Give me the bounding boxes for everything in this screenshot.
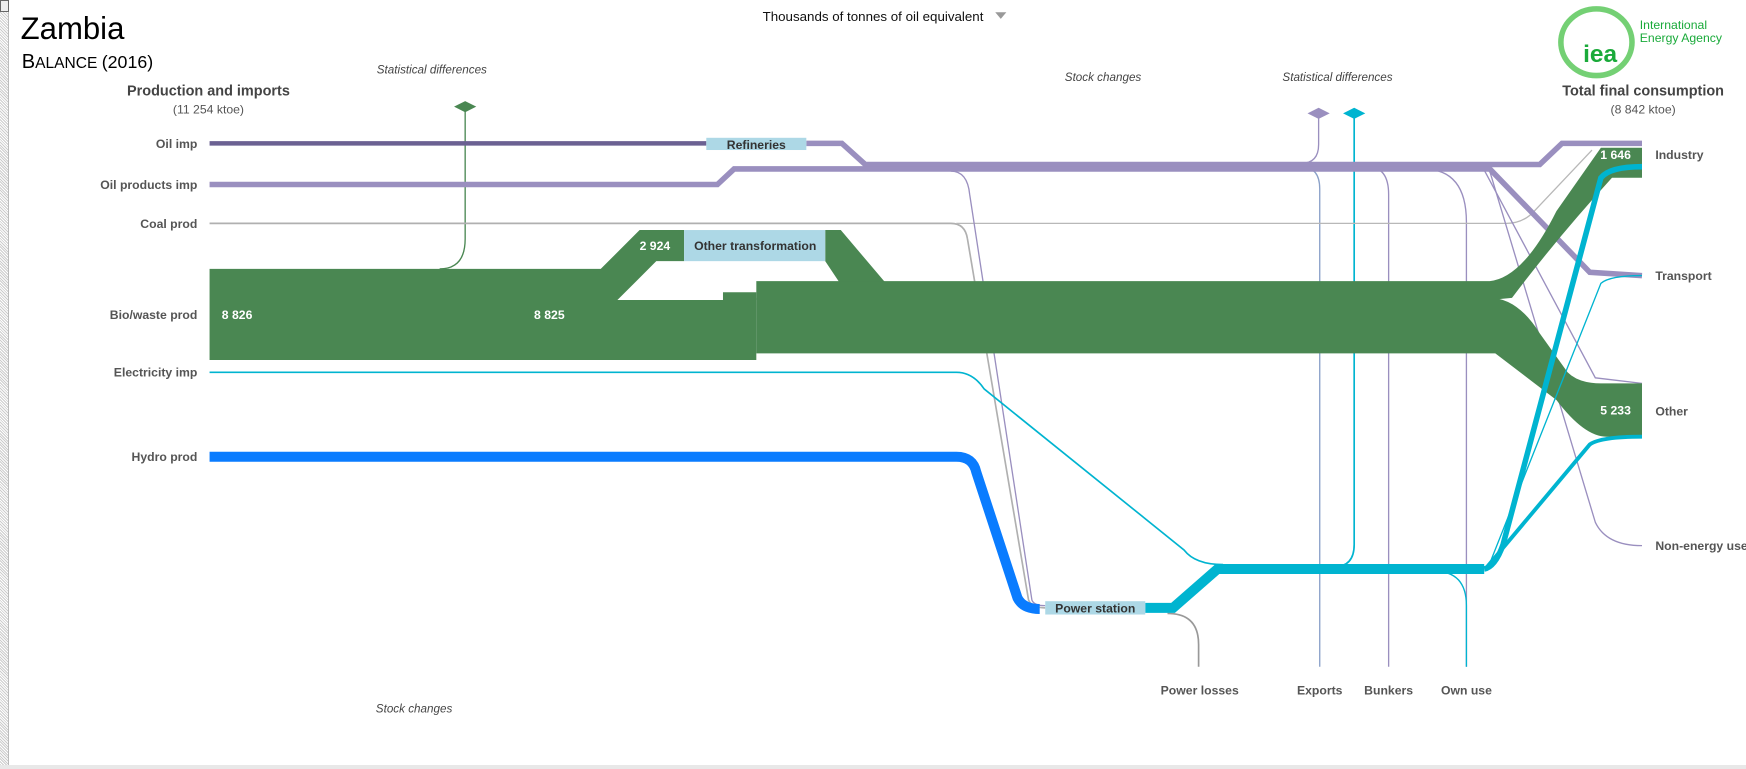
stock-changes-top-label: Stock changes [1065, 71, 1142, 84]
value-biowaste-after-stat-diff: 8 825 [534, 308, 565, 322]
sink-transport: Transport [1655, 269, 1711, 283]
stock-changes-bottom-label: Stock changes [376, 702, 453, 715]
stat-diff-right-label: Statistical differences [1282, 71, 1392, 84]
supply-title: Production and imports [127, 84, 290, 100]
flow-biowaste-to-industry [756, 147, 1642, 301]
balance-subtitle: BALANCE(2016) [22, 51, 153, 73]
flow-hydro-prod [209, 451, 1040, 614]
corner-handle[interactable] [0, 0, 9, 12]
flow-power-station-out [1145, 563, 1485, 613]
flow-biowaste-to-other [756, 297, 1642, 437]
flow-own-use-electricity [1434, 570, 1468, 667]
svg-text:Energy Agency: Energy Agency [1640, 31, 1723, 45]
flow-bunkers [1367, 166, 1390, 667]
value-other-biowaste: 5 233 [1600, 404, 1631, 418]
label-power-losses: Power losses [1161, 684, 1239, 698]
stat-diff-left-diamond-icon[interactable] [454, 101, 477, 113]
flow-oil-to-non-energy [1489, 170, 1643, 547]
label-bunkers: Bunkers [1364, 684, 1413, 698]
flow-biowaste-prod [209, 230, 757, 361]
flow-stat-diff-oil [1300, 113, 1320, 165]
flow-power-losses [1167, 612, 1200, 667]
value-industry-biowaste: 1 646 [1600, 148, 1631, 162]
flow-electricity-to-other [1483, 434, 1643, 571]
chevron-down-icon[interactable] [995, 12, 1007, 19]
node-other-transformation-label: Other transformation [694, 239, 816, 253]
iea-logo: iea International Energy Agency [1558, 6, 1723, 79]
flow-refineries-to-industry [806, 140, 1642, 168]
flow-other-transformation-out [825, 230, 901, 292]
svg-text:iea: iea [1583, 41, 1617, 68]
source-biowaste-prod: Bio/waste prod [110, 308, 198, 322]
consumption-total: (8 842 ktoe) [1611, 102, 1676, 116]
node-other-transformation[interactable] [684, 230, 826, 262]
node-power-station[interactable] [1045, 601, 1146, 615]
svg-text:International: International [1640, 18, 1707, 32]
sink-other: Other [1655, 405, 1688, 419]
value-other-transformation: 2 924 [640, 239, 671, 253]
flow-exports [1300, 166, 1321, 667]
sink-industry: Industry [1655, 148, 1703, 162]
sink-non-energy-use: Non-energy use [1655, 539, 1746, 553]
source-oil-imp: Oil imp [156, 137, 197, 151]
flow-electricity-to-transport [1486, 274, 1643, 570]
label-own-use: Own use [1441, 684, 1492, 698]
stat-diff-oil-diamond-icon[interactable] [1307, 107, 1330, 119]
flow-own-use-oil [1423, 168, 1468, 667]
source-oil-products-imp: Oil products imp [100, 178, 197, 192]
unit-selector-label[interactable]: Thousands of tonnes of oil equivalent [763, 9, 984, 24]
stat-diff-electricity-diamond-icon[interactable] [1343, 107, 1366, 119]
node-refineries[interactable] [706, 137, 807, 151]
unit-selector[interactable]: Thousands of tonnes of oil equivalent [763, 9, 1007, 24]
source-electricity-imp: Electricity imp [114, 366, 198, 380]
stat-diff-left-label: Statistical differences [377, 63, 487, 76]
source-hydro-prod: Hydro prod [132, 450, 198, 464]
flow-oil-to-other [1483, 169, 1643, 385]
flow-stat-diff-left [439, 106, 466, 270]
flow-coal-to-industry [956, 149, 1593, 225]
left-scroll-strip [0, 0, 9, 765]
bottom-scrollbar[interactable] [0, 765, 1746, 769]
flow-oil-products-to-transport [209, 166, 1643, 279]
node-power-station-label: Power station [1055, 601, 1135, 615]
country-title: Zambia [21, 11, 125, 46]
consumption-title: Total final consumption [1562, 84, 1724, 100]
source-coal-prod: Coal prod [140, 217, 197, 231]
flow-electricity-imp [209, 371, 1224, 566]
label-exports: Exports [1297, 684, 1343, 698]
supply-total: (11 254 ktoe) [173, 102, 244, 116]
flow-electricity-to-industry [1483, 163, 1643, 572]
value-biowaste-prod: 8 826 [222, 308, 253, 322]
node-refineries-label: Refineries [727, 138, 786, 152]
